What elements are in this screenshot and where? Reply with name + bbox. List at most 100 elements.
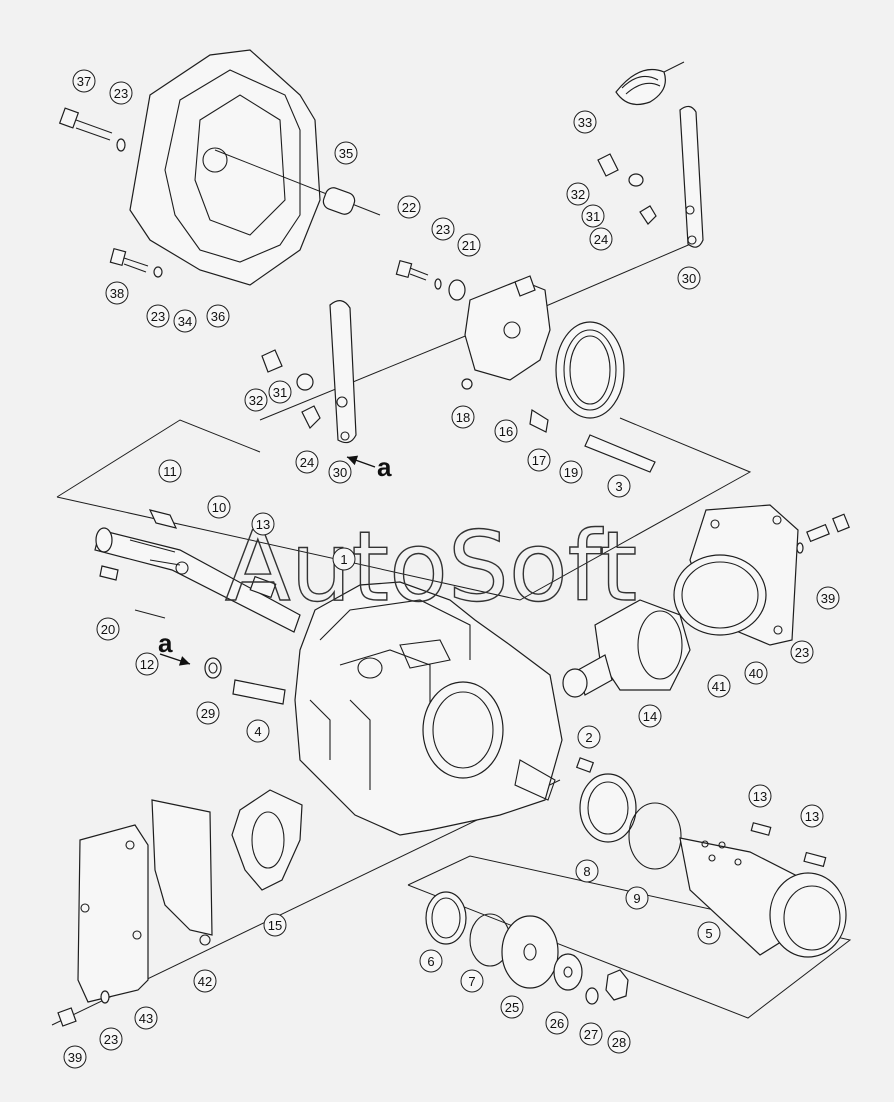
callout-38: 38 xyxy=(105,281,129,305)
callout-number: 1 xyxy=(340,552,347,567)
callout-5: 5 xyxy=(697,921,721,945)
callout-circle xyxy=(105,281,129,305)
callout-circle xyxy=(494,419,518,443)
callout-number: 43 xyxy=(139,1011,153,1026)
callout-24: 24 xyxy=(295,450,319,474)
callout-number: 23 xyxy=(436,222,450,237)
arrow-a-1: a xyxy=(346,452,392,482)
callout-circle xyxy=(109,81,133,105)
callout-number: 36 xyxy=(211,309,225,324)
callout-23: 23 xyxy=(146,304,170,328)
callout-13: 13 xyxy=(748,784,772,808)
end-cover-and-piston xyxy=(562,504,850,698)
callout-number: 32 xyxy=(249,393,263,408)
callout-number: 40 xyxy=(749,666,763,681)
callout-circle xyxy=(748,784,772,808)
callout-circle xyxy=(419,949,443,973)
callout-31: 31 xyxy=(581,204,605,228)
callout-23: 23 xyxy=(109,81,133,105)
callout-19: 19 xyxy=(559,460,583,484)
bolt-37 xyxy=(58,107,126,152)
callout-14: 14 xyxy=(638,704,662,728)
callout-number: 39 xyxy=(821,591,835,606)
bolt-38 xyxy=(109,247,163,278)
callout-circle xyxy=(63,1045,87,1069)
callout-number: 13 xyxy=(805,809,819,824)
rear-cover-housing xyxy=(129,49,381,286)
callout-circle xyxy=(206,304,230,328)
callout-number: 26 xyxy=(550,1016,564,1031)
callout-circle xyxy=(268,380,292,404)
callout-circle xyxy=(566,182,590,206)
callout-7: 7 xyxy=(460,969,484,993)
callout-circle xyxy=(251,512,275,536)
callout-circle xyxy=(500,995,524,1019)
callout-21: 21 xyxy=(457,233,481,257)
callout-circle xyxy=(457,233,481,257)
callout-circle xyxy=(96,617,120,641)
callout-circle xyxy=(246,719,270,743)
callout-13: 13 xyxy=(251,512,275,536)
callout-26: 26 xyxy=(545,1011,569,1035)
callout-24: 24 xyxy=(589,227,613,251)
callout-34: 34 xyxy=(173,309,197,333)
callout-circle xyxy=(135,652,159,676)
callout-number: 16 xyxy=(499,424,513,439)
callout-number: 17 xyxy=(532,453,546,468)
callout-circle xyxy=(697,921,721,945)
callout-39: 39 xyxy=(816,586,840,610)
callout-number: 4 xyxy=(254,724,261,739)
shift-shaft xyxy=(94,509,301,633)
callout-number: 12 xyxy=(140,657,154,672)
callout-circle xyxy=(397,195,421,219)
callout-9: 9 xyxy=(625,886,649,910)
callout-circle xyxy=(625,886,649,910)
callout-number: 23 xyxy=(151,309,165,324)
callout-circle xyxy=(800,804,824,828)
main-transmission-case xyxy=(294,581,563,836)
shift-lever-lower xyxy=(261,300,357,444)
callout-circle xyxy=(816,586,840,610)
callout-number: 38 xyxy=(110,286,124,301)
callout-circle xyxy=(545,1011,569,1035)
callout-circle xyxy=(677,266,701,290)
callout-6: 6 xyxy=(419,949,443,973)
callout-23: 23 xyxy=(790,640,814,664)
callout-37: 37 xyxy=(72,69,96,93)
callout-23: 23 xyxy=(431,217,455,241)
callout-1: 1 xyxy=(332,547,356,571)
callout-number: 23 xyxy=(795,645,809,660)
callout-circle xyxy=(196,701,220,725)
callout-circle xyxy=(146,304,170,328)
callout-circle xyxy=(638,704,662,728)
callout-circle xyxy=(559,460,583,484)
callout-number: 25 xyxy=(505,1000,519,1015)
callout-circle xyxy=(158,459,182,483)
callout-number: 19 xyxy=(564,465,578,480)
direction-arrows: aa xyxy=(158,452,392,666)
washer-stack xyxy=(425,891,629,1005)
callout-number: 9 xyxy=(633,891,640,906)
arrow-letter: a xyxy=(158,628,173,658)
callout-number: 41 xyxy=(712,679,726,694)
callout-circle xyxy=(573,110,597,134)
callout-number: 3 xyxy=(615,479,622,494)
callout-number: 42 xyxy=(198,974,212,989)
callout-circle xyxy=(707,674,731,698)
callout-32: 32 xyxy=(244,388,268,412)
callout-2: 2 xyxy=(577,725,601,749)
callout-8: 8 xyxy=(575,859,599,883)
callout-number: 10 xyxy=(212,500,226,515)
watermark: AutoSoft xyxy=(225,511,637,623)
callout-number: 24 xyxy=(594,232,608,247)
callout-15: 15 xyxy=(263,913,287,937)
callout-number: 8 xyxy=(583,864,590,879)
callout-16: 16 xyxy=(494,419,518,443)
callout-23: 23 xyxy=(99,1027,123,1051)
callout-number: 23 xyxy=(104,1032,118,1047)
callout-number: 21 xyxy=(462,238,476,253)
bolt-22 xyxy=(395,259,466,301)
callout-circle xyxy=(332,547,356,571)
